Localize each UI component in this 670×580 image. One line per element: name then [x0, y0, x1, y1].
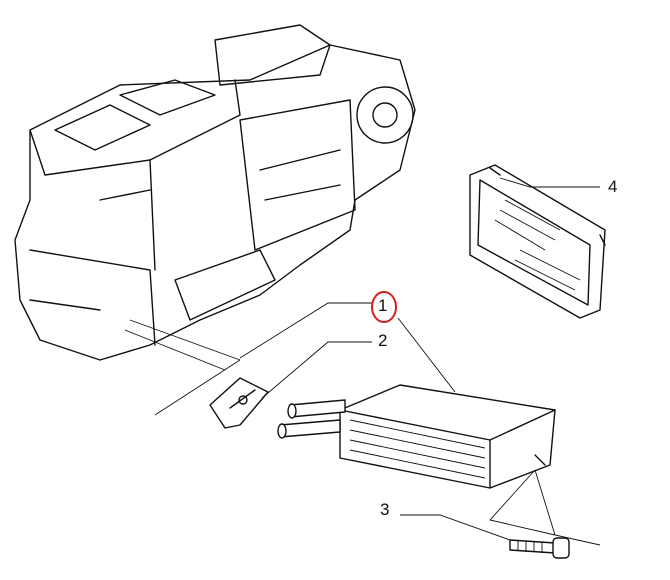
heater-core-part [277, 384, 556, 489]
filter-part [469, 164, 606, 319]
screw-part [509, 537, 570, 559]
highlight-circle [371, 291, 397, 323]
leader-lines [154, 177, 601, 546]
callout-1[interactable]: 1 [378, 296, 388, 315]
heater-housing [14, 24, 416, 371]
callout-2[interactable]: 2 [378, 331, 388, 350]
clip-part [209, 377, 269, 429]
callout-4[interactable]: 4 [608, 177, 618, 196]
callout-3[interactable]: 3 [380, 500, 390, 519]
